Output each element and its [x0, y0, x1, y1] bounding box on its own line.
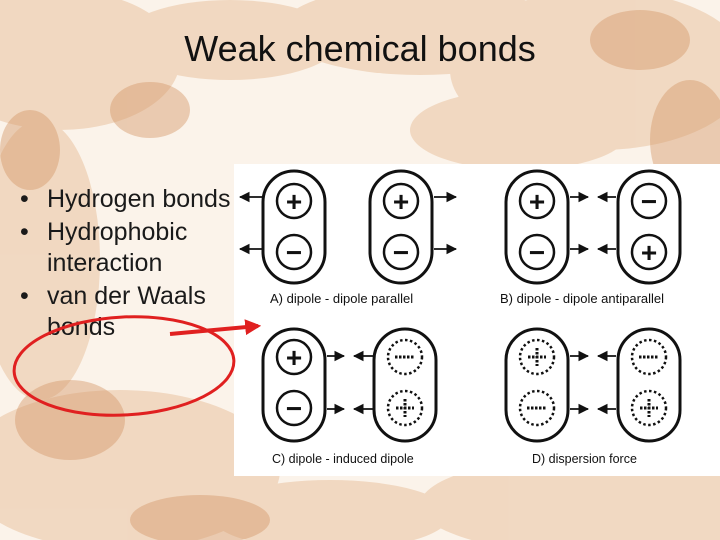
- dipole-molecule: [261, 169, 327, 285]
- dipole-molecule: [368, 169, 434, 285]
- bullet-marker: •: [20, 218, 29, 246]
- charge-ring: [275, 389, 313, 427]
- negative-sign: −: [286, 393, 302, 424]
- bullet-item: • Hydrophobic interaction: [20, 217, 245, 279]
- negative-sign: −: [641, 186, 657, 217]
- induced-charge-ring: [630, 338, 668, 376]
- bullet-text: Hydrophobic interaction: [47, 218, 188, 277]
- panel-caption: A) dipole - dipole parallel: [270, 291, 413, 306]
- panel-d: D) dispersion force: [504, 327, 682, 466]
- charge-ring: [630, 233, 668, 271]
- positive-sign: +: [393, 186, 409, 217]
- dipole-molecule: [261, 327, 327, 443]
- panel-caption: D) dispersion force: [532, 452, 637, 466]
- charge-ring: [275, 338, 313, 376]
- bullet-marker: •: [20, 185, 29, 213]
- charge-ring: [275, 182, 313, 220]
- positive-sign: +: [286, 186, 302, 217]
- bullet-marker: •: [20, 282, 29, 310]
- positive-sign: +: [286, 342, 302, 373]
- charge-ring: [275, 233, 313, 271]
- bullet-text: Hydrogen bonds: [47, 185, 231, 213]
- induced-charge-ring: [386, 389, 424, 427]
- induced-molecule: [504, 327, 570, 443]
- slide-title: Weak chemical bonds: [184, 28, 536, 69]
- induced-molecule: [616, 327, 682, 443]
- bullet-item: • van der Waals bonds: [20, 281, 245, 343]
- negative-sign: −: [393, 237, 409, 268]
- dipole-molecule: [616, 169, 682, 285]
- bullet-text: van der Waals bonds: [47, 282, 206, 341]
- panel-caption: C) dipole - induced dipole: [272, 452, 414, 466]
- induced-charge-ring: [630, 389, 668, 427]
- bullet-item: • Hydrogen bonds: [20, 184, 245, 215]
- charge-ring: [382, 233, 420, 271]
- charge-ring: [382, 182, 420, 220]
- induced-charge-ring: [518, 338, 556, 376]
- induced-charge-ring: [386, 338, 424, 376]
- charge-ring: [518, 233, 556, 271]
- induced-charge-ring: [518, 389, 556, 427]
- panel-c: + − C) dipole - induced dipole: [261, 327, 438, 466]
- bullet-list: • Hydrogen bonds • Hydrophobic interacti…: [20, 184, 245, 345]
- dipole-diagram: + − + − A) dipole - dipole parallel + − …: [234, 164, 720, 476]
- positive-sign: +: [529, 186, 545, 217]
- panel-b: + − − + B) dipole - dipole antiparallel: [500, 169, 682, 306]
- charge-ring: [630, 182, 668, 220]
- positive-sign: +: [641, 237, 657, 268]
- induced-molecule: [372, 327, 438, 443]
- panel-a: + − + − A) dipole - dipole parallel: [238, 169, 458, 306]
- dipole-molecule: [504, 169, 570, 285]
- panel-caption: B) dipole - dipole antiparallel: [500, 291, 664, 306]
- charge-ring: [518, 182, 556, 220]
- negative-sign: −: [286, 237, 302, 268]
- negative-sign: −: [529, 237, 545, 268]
